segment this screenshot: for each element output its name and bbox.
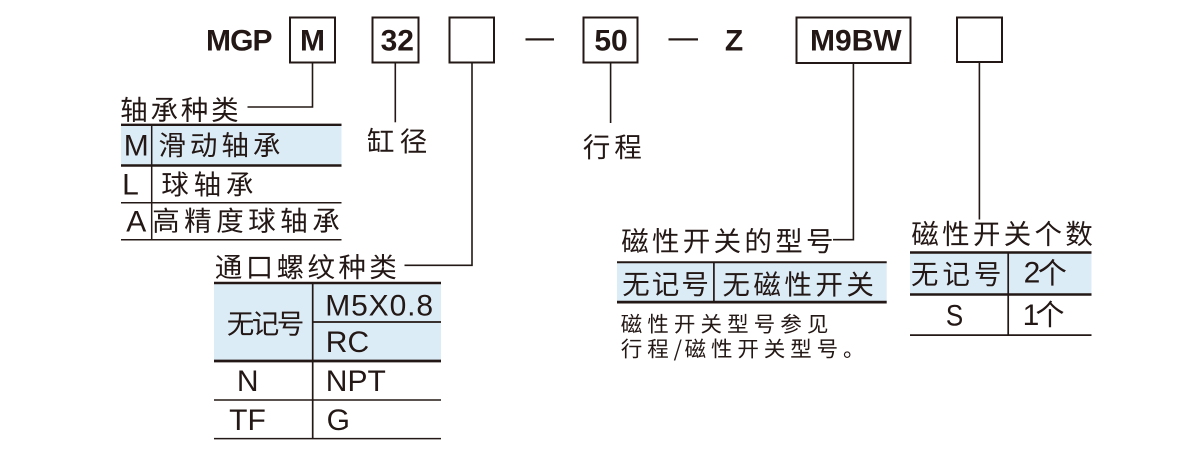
svg-text:N: N <box>237 365 259 398</box>
svg-text:A: A <box>126 206 146 239</box>
svg-text:M: M <box>300 25 325 58</box>
svg-text:RC: RC <box>326 326 369 359</box>
svg-text:S: S <box>946 299 963 332</box>
svg-text:M9BW: M9BW <box>810 25 902 58</box>
svg-text:G: G <box>327 404 350 437</box>
svg-text:TF: TF <box>229 404 266 437</box>
svg-text:1: 1 <box>1023 299 1040 332</box>
svg-text:Z: Z <box>725 25 743 58</box>
svg-text:L: L <box>122 169 139 202</box>
svg-text:2: 2 <box>1024 257 1041 290</box>
svg-text:32: 32 <box>381 25 414 58</box>
svg-text:M: M <box>124 129 149 162</box>
svg-text:MGP: MGP <box>206 25 272 58</box>
svg-text:50: 50 <box>594 25 627 58</box>
svg-text:M5X0.8: M5X0.8 <box>325 290 434 323</box>
svg-text:NPT: NPT <box>326 365 386 398</box>
